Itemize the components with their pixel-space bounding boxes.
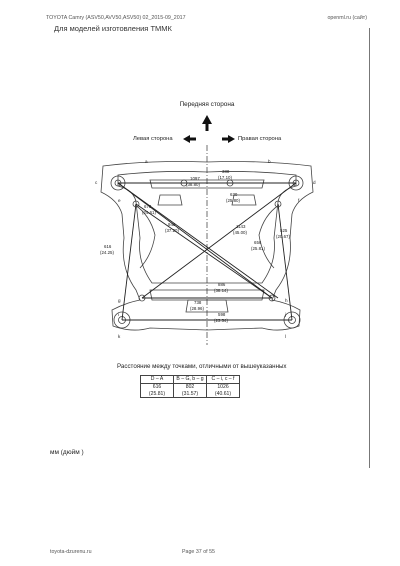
svg-text:(24.25): (24.25) xyxy=(100,250,114,255)
table-header-row: D – A B – G, b – g C – i, c – f xyxy=(140,375,240,384)
right-arrow-icon xyxy=(222,135,235,143)
table-row: 616(25.81) 802(31.57) 1026(40.61) xyxy=(140,383,240,398)
left-side-label: Левая сторона xyxy=(133,136,173,142)
units-note: мм (дюйм ) xyxy=(50,449,84,456)
svg-text:630: 630 xyxy=(230,192,238,197)
svg-text:(25.81): (25.81) xyxy=(251,246,265,251)
svg-text:388: 388 xyxy=(222,169,230,174)
svg-text:886: 886 xyxy=(218,282,226,287)
svg-text:j: j xyxy=(284,312,286,317)
svg-text:1143: 1143 xyxy=(236,224,246,229)
svg-text:(25.80): (25.80) xyxy=(226,198,240,203)
svg-text:(17.10): (17.10) xyxy=(218,175,232,180)
svg-text:c: c xyxy=(95,180,98,185)
svg-text:f: f xyxy=(298,198,300,203)
svg-text:a: a xyxy=(145,159,148,164)
svg-text:d: d xyxy=(313,180,316,185)
table-cell: 1026(40.61) xyxy=(206,383,240,398)
svg-text:k: k xyxy=(118,334,121,339)
svg-text:616: 616 xyxy=(104,244,112,249)
svg-text:(24.61): (24.61) xyxy=(142,210,156,215)
header-document-title: TOYOTA Camry (ASV50,AVV50,ASV50) 02_2015… xyxy=(46,15,186,21)
svg-text:l: l xyxy=(285,334,286,339)
dimension-labels: 388 (17.10) 1097 (38.80) 630 (25.80) 678… xyxy=(100,169,290,323)
svg-text:525: 525 xyxy=(280,228,288,233)
svg-text:1097: 1097 xyxy=(190,176,200,181)
svg-text:(37.20): (37.20) xyxy=(165,228,179,233)
table-header-cell: C – i, c – f xyxy=(206,375,240,384)
table-header-cell: B – G, b – g xyxy=(173,375,207,384)
svg-text:i: i xyxy=(118,312,119,317)
svg-text:(38.80): (38.80) xyxy=(186,182,200,187)
svg-text:(38.14): (38.14) xyxy=(214,288,228,293)
page-border-line xyxy=(369,28,370,468)
table-cell: 802(31.57) xyxy=(173,383,207,398)
right-side-label: Правая сторона xyxy=(238,136,282,142)
front-side-label: Передняя сторона xyxy=(179,101,235,108)
svg-text:(20.67): (20.67) xyxy=(276,234,290,239)
table-caption: Расстояние между точками, отличными от в… xyxy=(117,363,287,370)
measurement-lines xyxy=(117,182,297,321)
distance-table: D – A B – G, b – g C – i, c – f 616(25.8… xyxy=(140,375,240,398)
section-title: Для моделей изготовления ТММК xyxy=(54,24,172,33)
left-arrow-icon xyxy=(183,135,196,143)
table-cell: 616(25.81) xyxy=(140,383,174,398)
svg-text:678: 678 xyxy=(144,204,152,209)
svg-text:656: 656 xyxy=(254,240,262,245)
svg-text:(28.96): (28.96) xyxy=(190,306,204,311)
table-header-cell: D – A xyxy=(140,375,174,384)
svg-text:b: b xyxy=(268,159,271,164)
footer-site: toyota-dzurenu.ru xyxy=(50,549,92,555)
front-arrow-icon xyxy=(202,115,212,131)
svg-text:945: 945 xyxy=(168,222,176,227)
svg-text:h: h xyxy=(285,298,288,303)
svg-text:(45.00): (45.00) xyxy=(233,230,247,235)
page-number: Page 37 of 55 xyxy=(182,549,215,555)
svg-text:e: e xyxy=(118,198,121,203)
point-labels: a b c d e f g h i j k l xyxy=(95,159,316,339)
svg-text:g: g xyxy=(118,298,121,303)
svg-text:738: 738 xyxy=(194,300,202,305)
svg-text:(23.54): (23.54) xyxy=(214,318,228,323)
header-site: openml.ru (сайт) xyxy=(327,15,367,21)
svg-text:598: 598 xyxy=(218,312,226,317)
